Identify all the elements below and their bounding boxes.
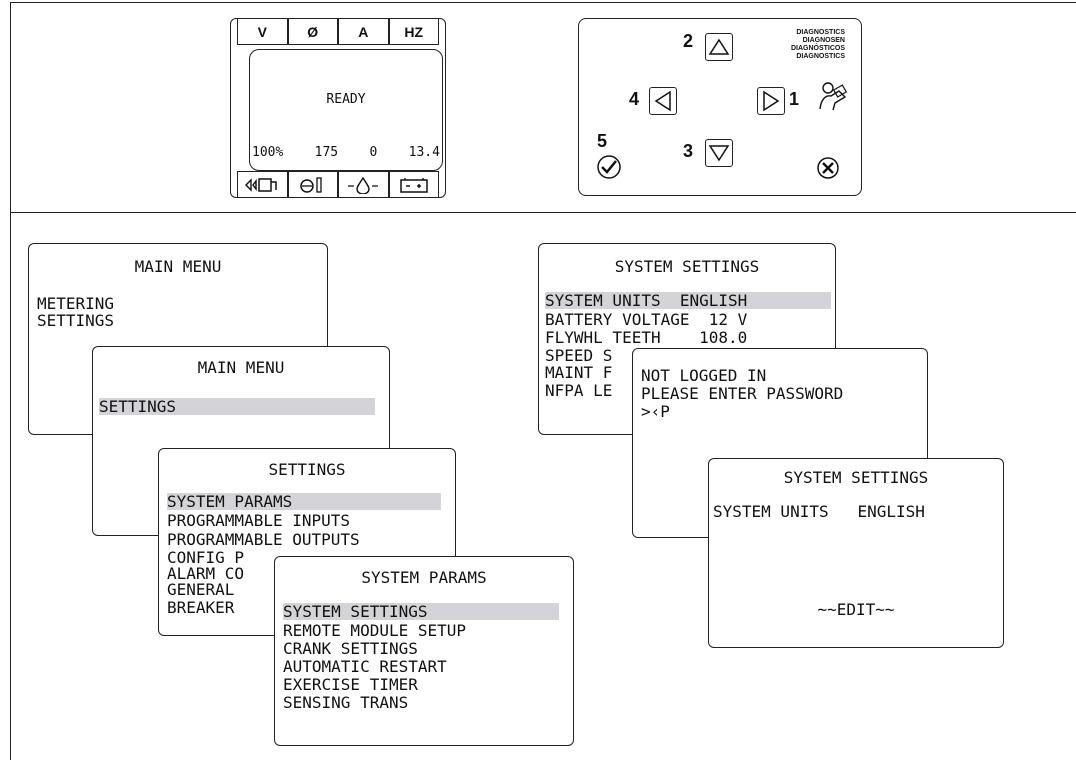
menu-item-alarm[interactable]: ALARM CO [167,564,245,583]
lcd-screen: READY 100% 175 0 13.4 [249,49,443,171]
menu-item-exercise-timer[interactable]: EXERCISE TIMER [283,675,418,694]
hz-label: HZ [388,19,439,45]
setting-flywheel-teeth[interactable]: FLYWHL TEETH 108.0 [545,328,748,347]
battery-icon [388,171,439,197]
menu-item-general[interactable]: GENERAL [167,580,235,599]
oil-pressure-icon [338,171,389,197]
diagnostics-icon [817,79,851,117]
password-prompt: PLEASE ENTER PASSWORD [641,384,844,403]
controller-display: V Ø A HZ READY 100% 175 0 13.4 [230,18,446,198]
down-arrow-button[interactable] [705,139,733,167]
screen-title: SETTINGS [268,460,346,479]
menu-item-metering[interactable]: METERING [37,294,115,313]
menu-item-sensing-trans[interactable]: SENSING TRANS [283,693,409,712]
menu-item-settings[interactable]: SETTINGS [99,398,375,415]
login-status: NOT LOGGED IN [641,366,767,385]
right-arrow-button[interactable] [757,87,785,115]
screen-title: SYSTEM SETTINGS [614,257,760,276]
menu-item-system-settings[interactable]: SYSTEM SETTINGS [283,603,559,620]
value-temp: 175 [314,145,339,160]
key-number-5: 5 [597,131,608,151]
cancel-button[interactable] [815,155,841,185]
password-input[interactable]: >‹P [641,402,670,421]
temperature-icon [287,171,338,197]
diagnostics-labels: DIAGNOSTICS DIAGNOSEN DIAGNÓSTICOS DIAGN… [790,29,845,60]
up-arrow-button[interactable] [705,33,733,61]
system-params-screen: SYSTEM PARAMS SYSTEM SETTINGS REMOTE MOD… [274,556,574,746]
frame-left-border [10,2,11,760]
section-divider [10,212,1076,213]
value-percent: 100% [252,145,284,160]
menu-item-programmable-inputs[interactable]: PROGRAMMABLE INPUTS [167,511,351,530]
setting-system-units[interactable]: SYSTEM UNITS ENGLISH [713,502,925,521]
left-arrow-button[interactable] [649,87,677,115]
edit-action[interactable]: ~~EDIT~~ [817,600,895,619]
menu-item-remote-module-setup[interactable]: REMOTE MODULE SETUP [283,621,467,640]
menu-item-programmable-outputs[interactable]: PROGRAMMABLE OUTPUTS [167,530,360,549]
setting-battery-voltage[interactable]: BATTERY VOLTAGE 12 V [545,310,748,329]
value-oil: 0 [369,145,378,160]
key-number-1: 1 [789,89,800,109]
screen-title: SYSTEM PARAMS [361,568,487,587]
right-arrow-icon [763,90,780,112]
setting-maint[interactable]: MAINT F [545,363,613,382]
menu-item-breaker[interactable]: BREAKER [167,598,235,617]
key-number-3: 3 [683,141,694,161]
menu-item-crank-settings[interactable]: CRANK SETTINGS [283,639,418,658]
down-arrow-icon [708,145,730,162]
menu-item-settings[interactable]: SETTINGS [37,311,115,330]
setting-nfpa[interactable]: NFPA LE [545,381,613,400]
amps-label: A [338,19,389,45]
close-icon [817,157,839,179]
fuel-icon [237,171,288,197]
voltage-label: V [237,19,288,45]
status-text: READY [326,92,366,107]
left-arrow-icon [654,90,671,112]
up-arrow-icon [708,38,730,55]
screen-title: MAIN MENU [197,358,285,377]
menu-item-system-params[interactable]: SYSTEM PARAMS [167,493,441,510]
key-number-2: 2 [683,31,694,51]
setting-speed[interactable]: SPEED S [545,346,613,365]
confirm-button[interactable] [595,153,623,185]
keypad-panel: DIAGNOSTICS DIAGNOSEN DIAGNÓSTICOS DIAGN… [578,18,862,196]
key-number-4: 4 [629,89,640,109]
frame-top-border [10,2,1076,762]
menu-item-config[interactable]: CONFIG P [167,548,245,567]
screen-title: SYSTEM SETTINGS [783,468,929,487]
phase-label: Ø [287,19,338,45]
setting-system-units[interactable]: SYSTEM UNITS ENGLISH [545,292,831,309]
checkmark-icon [597,155,621,179]
system-settings-edit-screen: SYSTEM SETTINGS SYSTEM UNITS ENGLISH ~~E… [708,458,1004,648]
value-battery: 13.4 [408,145,440,160]
screen-title: MAIN MENU [134,257,222,276]
menu-item-automatic-restart[interactable]: AUTOMATIC RESTART [283,657,447,676]
